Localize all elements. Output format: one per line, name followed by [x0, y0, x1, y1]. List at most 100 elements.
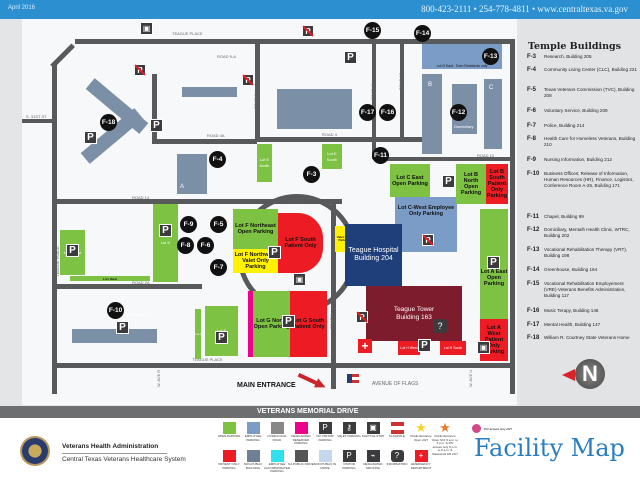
no-visitor-parking-icon: P [356, 311, 368, 323]
marker-f14[interactable]: F-14 [414, 25, 431, 42]
marker-f18[interactable]: F-18 [100, 114, 117, 131]
parking-icon: P [342, 450, 356, 462]
building-wing-b: B [422, 74, 442, 154]
road-label: ROAD 4 [322, 132, 337, 137]
lot-label: Lot K [160, 240, 171, 245]
lot-c-east: Lot C East Open Parking [390, 164, 430, 197]
building [182, 87, 237, 97]
visitor-parking-icon: P [116, 321, 129, 334]
header-bar: April 2016 800-423-2111 • 254-778-4811 •… [0, 0, 640, 19]
marker-f4[interactable]: F-4 [209, 151, 226, 168]
item-desc: Vocational Rehabilitation Employement (V… [544, 281, 626, 298]
main-entrance-arrow-icon [296, 370, 327, 392]
item-code: F-4 [527, 67, 536, 73]
lot-label: Lot G South Patient Only [292, 318, 325, 330]
item-desc: Research, Building 205 [544, 54, 592, 59]
legend-information: ?INFORMATION [384, 450, 410, 467]
marker-f17[interactable]: F-17 [359, 104, 376, 121]
visitor-parking-icon: P [487, 256, 500, 269]
valet-key-icon: ⚷ [342, 422, 356, 434]
marker-f3[interactable]: F-3 [303, 166, 320, 183]
building-label: Domiciliary [454, 124, 474, 129]
road-label: ROAD 1 [328, 314, 334, 329]
no-visitor-parking-icon: P [302, 25, 314, 37]
shuttle-stop-icon: ▣ [293, 273, 306, 286]
item-desc: Mental Health, Building 147 [544, 322, 601, 327]
date: April 2016 [8, 5, 36, 11]
legend-label: VALET PARKING [337, 434, 361, 438]
lot-f-northeast: Lot F Northeast Open Parking [233, 209, 278, 249]
legend-label: Public Entrance Open M-F 6 a.m. to 6 p.m… [432, 434, 459, 456]
compass-arrow-icon [562, 369, 575, 381]
legend-label: EMPLOYEE ACCOMMODATED PARKING [264, 462, 290, 473]
road-label: TEAGUE PLACE [172, 31, 203, 36]
flag-icon [390, 422, 404, 434]
lot-label: Lot A West Patient Only Parking [483, 325, 505, 355]
lot-f-northwest: Lot F Northwest Valet Only Parking [233, 249, 278, 273]
marker-f7[interactable]: F-7 [210, 259, 227, 276]
org-name: Veterans Health Administration [62, 443, 159, 450]
shuttle-stop-icon: ▣ [140, 22, 153, 35]
road-label: W. AVE U [468, 369, 474, 388]
marker-f16[interactable]: F-16 [379, 104, 396, 121]
item-desc: Greenhouse, Building 164 [544, 267, 598, 272]
marker-f13[interactable]: F-13 [482, 48, 499, 65]
building-label: Building 171 [125, 312, 153, 318]
marker-f12[interactable]: F-12 [450, 104, 467, 121]
legend-label: EMPLOYEE PARKING [244, 434, 262, 442]
legend-label: PIV access only 24/7 [484, 426, 513, 431]
lot-f-south: Lot F South Patient Only [278, 213, 323, 273]
item-desc: Nursing Information, Building 212 [544, 157, 612, 162]
building-wing-c: C [484, 79, 502, 149]
wing-label: B [428, 82, 433, 88]
visitor-parking-icon: P [282, 315, 295, 328]
marker-f11[interactable]: F-11 [372, 147, 389, 164]
smoking-icon: ⌁ [366, 450, 380, 462]
item-desc: Voluntary Service, Building 209 [544, 108, 608, 113]
marker-f5[interactable]: F-5 [210, 216, 227, 233]
legend-non-public-drive: NA PUBLIC DRIVE [288, 450, 314, 467]
marker-f9[interactable]: F-9 [180, 216, 197, 233]
shuttle-icon: ▣ [366, 422, 380, 434]
flagpole-icon [347, 374, 359, 383]
building-f4: A [177, 154, 207, 194]
road-teague-place-left [52, 64, 57, 394]
legend-title: Temple Buildings [528, 41, 621, 52]
marker-f10[interactable]: F-10 [107, 302, 124, 319]
lot-label: Lot I West [102, 276, 118, 281]
legend-emergency: +EMERGENCY DEPARTMENT [408, 450, 434, 470]
no-visitor-parking-icon: P [134, 64, 146, 76]
legend-open-parking: OPEN PARKING [216, 422, 242, 439]
marker-f6[interactable]: F-6 [197, 237, 214, 254]
divider [62, 453, 167, 454]
wing-label: C [489, 85, 494, 91]
road-14 [52, 199, 342, 204]
lot-label: Lot B North Open Parking [460, 172, 482, 196]
no-visitor-parking-icon: P [318, 422, 332, 434]
visitor-parking-icon: P [418, 339, 431, 352]
visitor-parking-icon: P [344, 51, 357, 64]
star-icon: ★ [415, 420, 427, 435]
legend-label: NA PUBLIC DRIVE [288, 462, 314, 466]
marker-f15[interactable]: F-15 [364, 22, 381, 39]
legend-label: EMERGENCY DEPARTMENT [410, 462, 432, 470]
lot-label: Lot A East Open Parking [480, 269, 508, 287]
road-9 [152, 74, 157, 144]
lot-g-south: Lot G South Patient Only [290, 291, 327, 357]
lot-i-west: Lot I West [70, 276, 150, 281]
visitor-parking-icon: P [442, 175, 455, 188]
marker-f8[interactable]: F-8 [177, 237, 194, 254]
legend-label: OPEN PARKING [217, 434, 241, 438]
building-171 [72, 329, 157, 343]
legend-label: DESIGNATED SMOKING [363, 462, 383, 470]
road-label: TEAGUE PLACE [192, 357, 223, 362]
legend-label: NO VISITOR PARKING [316, 434, 334, 442]
road-10 [382, 157, 515, 161]
